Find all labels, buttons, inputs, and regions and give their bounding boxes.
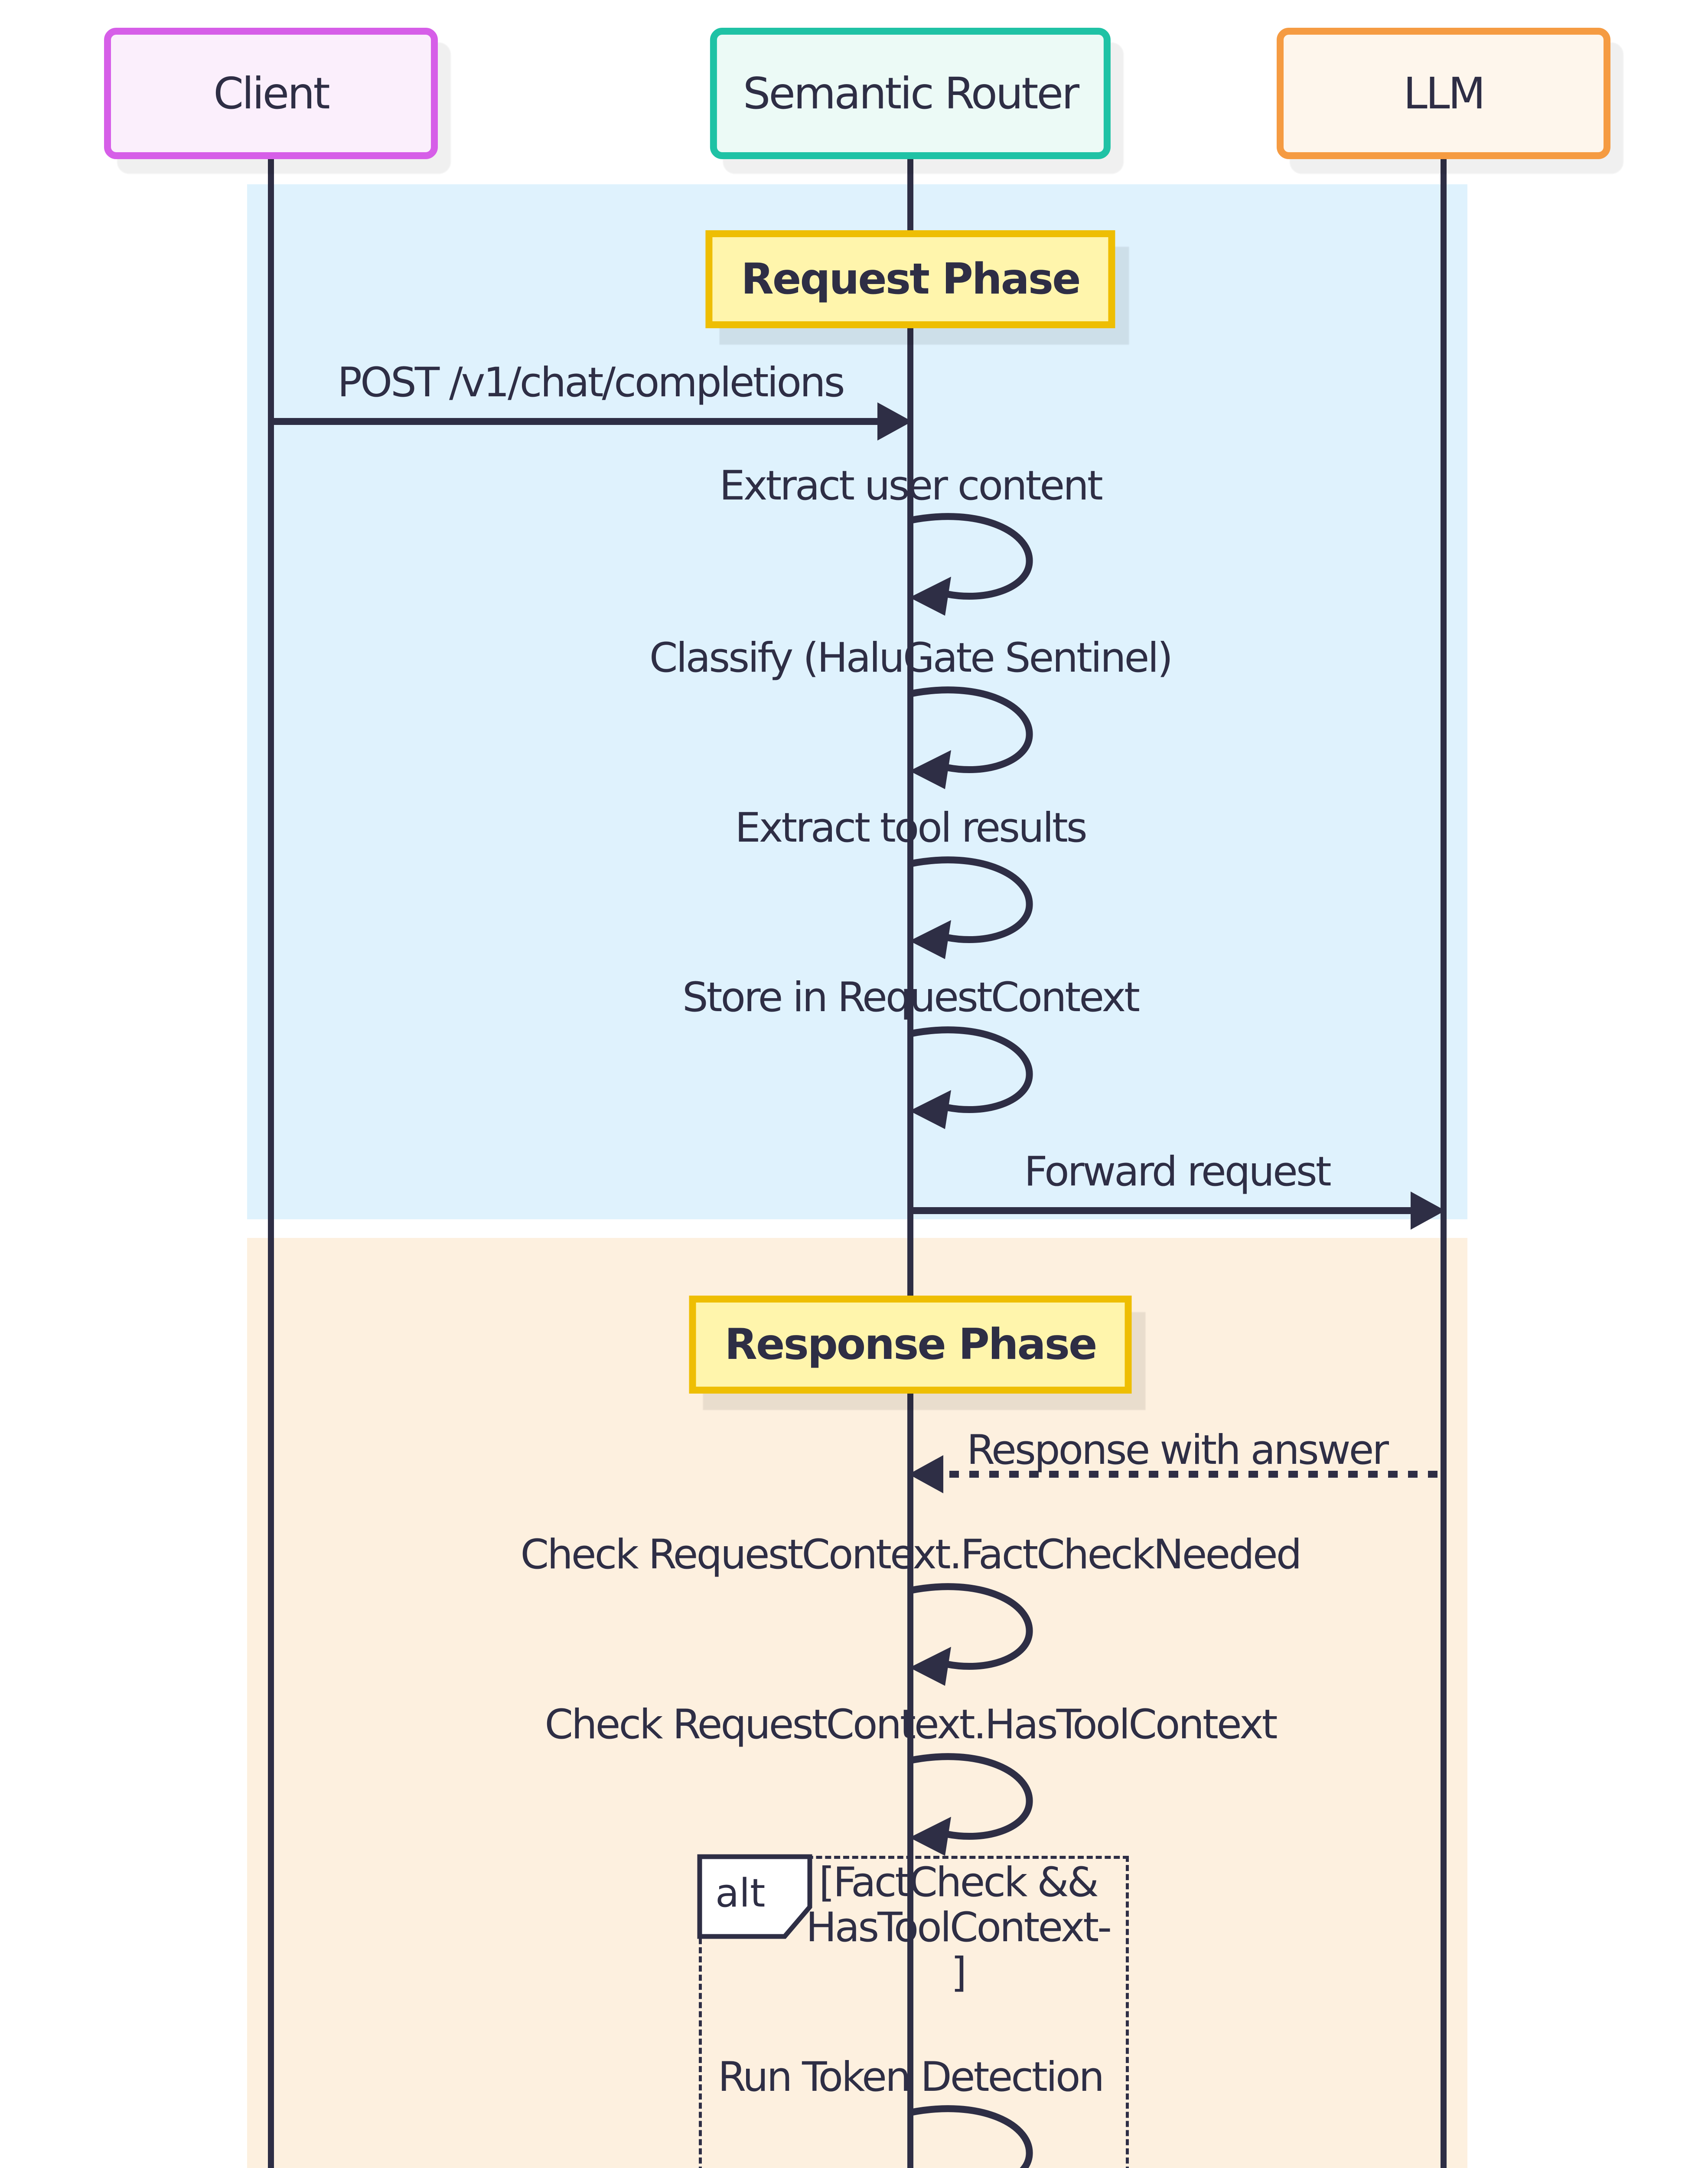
self-loop-arrow (907, 685, 1037, 789)
message-store-requestcontext: Store in RequestContext (682, 974, 1140, 1021)
lifeline-router (907, 159, 913, 2168)
alt-condition-if: [FactCheck && HasToolContext- ] (805, 1859, 1112, 1996)
condition-line: ] (951, 1949, 967, 1996)
participant-router-top: Semantic Router (710, 28, 1111, 159)
message-classify-sentinel: Classify (HaluGate Sentinel) (649, 634, 1173, 682)
arrow-post-completions (271, 402, 912, 441)
arrowhead-right-icon (1411, 1192, 1445, 1230)
arrowhead-left-icon (909, 1455, 943, 1493)
phase-label-text: Request Phase (741, 255, 1081, 304)
self-loop-arrow (907, 855, 1037, 959)
message-text: Extract tool results (735, 804, 1087, 852)
message-check-hastoolcontext: Check RequestContext.HasToolContext (544, 1701, 1278, 1748)
lifeline-llm (1441, 159, 1447, 2168)
self-loop-arrow (907, 2104, 1037, 2168)
message-text: Store in RequestContext (682, 974, 1140, 1021)
alt-label-tab: alt (697, 1854, 812, 1939)
request-phase-label: Request Phase (705, 230, 1115, 328)
participant-llm-top: LLM (1277, 28, 1610, 159)
condition-line: [FactCheck && (819, 1859, 1099, 1906)
alt-tab-shape-icon (697, 1854, 812, 1939)
arrowhead-right-icon (877, 402, 912, 441)
message-extract-tool-results: Extract tool results (735, 804, 1087, 852)
message-text: POST /v1/chat/completions (337, 359, 845, 406)
self-loop-arrow (907, 512, 1037, 616)
participant-label: Semantic Router (743, 68, 1079, 119)
alt-fragment (699, 1856, 1129, 2168)
participant-client-top: Client (104, 28, 438, 159)
participant-label: Client (213, 68, 330, 119)
participant-label: LLM (1403, 68, 1486, 119)
message-response-with-answer: Response with answer (966, 1427, 1389, 1474)
self-loop-arrow (907, 1582, 1037, 1686)
self-loop-arrow (907, 1025, 1037, 1129)
message-text: Run Token Detection (717, 2054, 1105, 2101)
message-text: Response with answer (966, 1427, 1389, 1474)
message-text: Classify (HaluGate Sentinel) (649, 634, 1173, 682)
message-check-factcheckneeded: Check RequestContext.FactCheckNeeded (520, 1531, 1302, 1578)
message-post-completions: POST /v1/chat/completions (337, 359, 845, 406)
condition-line: HasToolContext- (805, 1904, 1112, 1951)
message-text: Check RequestContext.HasToolContext (544, 1701, 1278, 1748)
message-run-token-detection: Run Token Detection (717, 2054, 1105, 2101)
message-extract-user-content: Extract user content (719, 462, 1103, 509)
request-phase-region (247, 184, 1467, 1219)
message-forward-request: Forward request (1024, 1148, 1331, 1195)
message-text: Check RequestContext.FactCheckNeeded (520, 1531, 1302, 1578)
message-text: Forward request (1024, 1148, 1331, 1195)
self-loop-arrow (907, 1752, 1037, 1856)
lifeline-client (268, 159, 274, 2168)
phase-label-text: Response Phase (724, 1320, 1098, 1369)
alt-label: alt (715, 1870, 766, 1916)
arrow-response-with-answer (909, 1455, 1444, 1493)
message-text: Extract user content (719, 462, 1103, 509)
response-phase-label: Response Phase (689, 1296, 1132, 1394)
arrow-forward-request (910, 1192, 1445, 1230)
